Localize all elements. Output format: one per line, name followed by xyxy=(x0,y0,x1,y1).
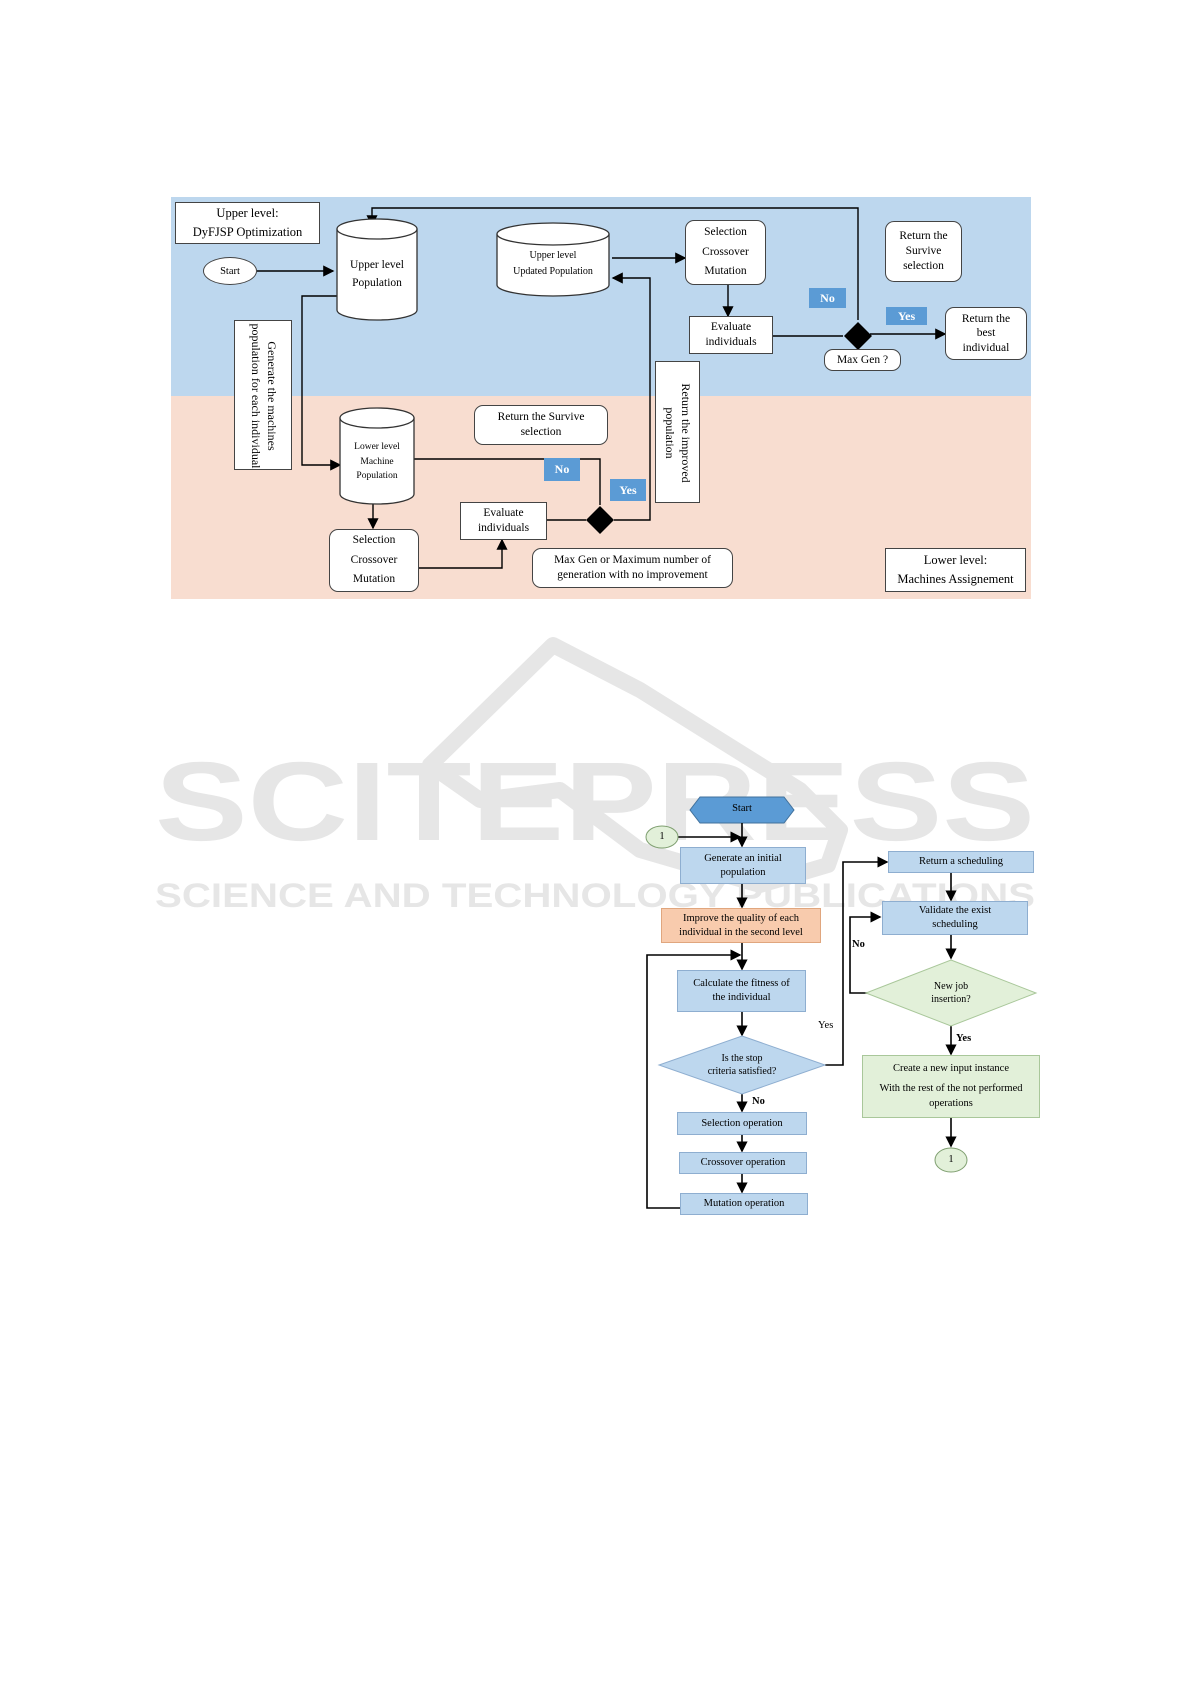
no-label-newjob: No xyxy=(852,939,865,950)
no-tag-upper: No xyxy=(809,288,846,308)
return-survive-upper-box: Return the Survive selection xyxy=(885,221,962,282)
start-label-fc: Start xyxy=(732,803,752,814)
upper-level-subtitle: DyFJSP Optimization xyxy=(192,225,303,239)
yes-label-newjob: Yes xyxy=(956,1033,972,1044)
return-improved-box xyxy=(655,361,700,503)
connector-out-circle xyxy=(934,1147,968,1173)
connector-in-circle xyxy=(645,825,679,849)
no-label-stop: No xyxy=(752,1096,765,1107)
lower-level-title-box: Lower level: Machines Assignement xyxy=(885,548,1026,592)
bilevel-diagram: Upper level: DyFJSP Optimization Start U… xyxy=(0,0,1191,640)
lower-op-mutation: Mutation xyxy=(352,573,396,586)
return-survive-lower-box: Return the Survive selection xyxy=(474,405,608,445)
mutation-operation-box: Mutation operation xyxy=(680,1193,808,1215)
create-instance-box: Create a new input instance With the res… xyxy=(862,1055,1040,1118)
updated-population-label: Upper level Updated Population xyxy=(513,250,593,277)
upper-op-crossover: Crossover xyxy=(702,245,749,258)
upper-population-cylinder xyxy=(336,218,418,321)
generate-initial-population: Generate an initial population xyxy=(680,847,806,884)
max-gen-box: Max Gen ? xyxy=(824,349,901,371)
evaluate-lower-box: Evaluate individuals xyxy=(460,502,547,540)
new-job-diamond xyxy=(864,959,1038,1027)
upper-genetic-ops-box: Selection Crossover Mutation xyxy=(685,220,766,285)
bilevel-connectors xyxy=(257,207,947,569)
lower-population-label: Lower level Machine Population xyxy=(354,442,400,482)
upper-level-title-box: Upper level: DyFJSP Optimization xyxy=(175,202,320,244)
yes-tag-upper: Yes xyxy=(886,307,927,325)
lower-stop-diamond-shape xyxy=(586,506,614,534)
lower-op-crossover: Crossover xyxy=(350,553,398,566)
lower-op-selection: Selection xyxy=(352,534,396,547)
flowchart: Start 1 Generate an initial population I… xyxy=(0,780,1191,1240)
evaluate-upper-box: Evaluate individuals xyxy=(689,316,773,354)
generate-machines-box xyxy=(234,320,292,470)
lower-level-subtitle: Machines Assignement xyxy=(897,572,1014,586)
selection-operation-box: Selection operation xyxy=(677,1112,807,1135)
crossover-operation-box: Crossover operation xyxy=(679,1152,807,1174)
yes-tag-lower: Yes xyxy=(610,479,646,501)
calculate-fitness-box: Calculate the fitness of the individual xyxy=(677,970,806,1012)
no-tag-lower: No xyxy=(544,458,580,481)
return-scheduling-box: Return a scheduling xyxy=(888,851,1034,873)
connector-in-label: 1 xyxy=(659,831,665,842)
max-gen-diamond-shape xyxy=(844,322,872,350)
yes-label-stop: Yes xyxy=(818,1020,834,1031)
updated-population-cylinder xyxy=(496,222,610,297)
stop-condition-box: Max Gen or Maximum number of generation … xyxy=(532,548,733,588)
start-oval: Start xyxy=(203,257,257,285)
improve-quality-box: Improve the quality of each individual i… xyxy=(661,908,821,943)
start-hexagon xyxy=(689,796,795,824)
upper-level-title: Upper level: xyxy=(216,206,279,221)
max-gen-label: Max Gen ? xyxy=(836,354,889,366)
lower-population-cylinder xyxy=(339,407,415,505)
connector-out-label: 1 xyxy=(948,1154,954,1165)
lower-genetic-ops-box: Selection Crossover Mutation xyxy=(329,529,419,592)
stop-criteria-label: Is the stop criteria satisfied? xyxy=(707,1053,777,1077)
new-job-label: New job insertion? xyxy=(931,981,971,1005)
start-label: Start xyxy=(220,265,240,277)
validate-scheduling-box: Validate the exist scheduling xyxy=(882,901,1028,935)
flowchart-connectors xyxy=(645,796,1038,1209)
upper-population-label: Upper level Population xyxy=(350,259,404,290)
lower-level-title: Lower level: xyxy=(923,553,988,568)
stop-criteria-diamond xyxy=(657,1035,827,1095)
upper-op-selection: Selection xyxy=(704,226,747,239)
return-best-box: Return the best individual xyxy=(945,307,1027,360)
upper-op-mutation: Mutation xyxy=(704,265,747,278)
